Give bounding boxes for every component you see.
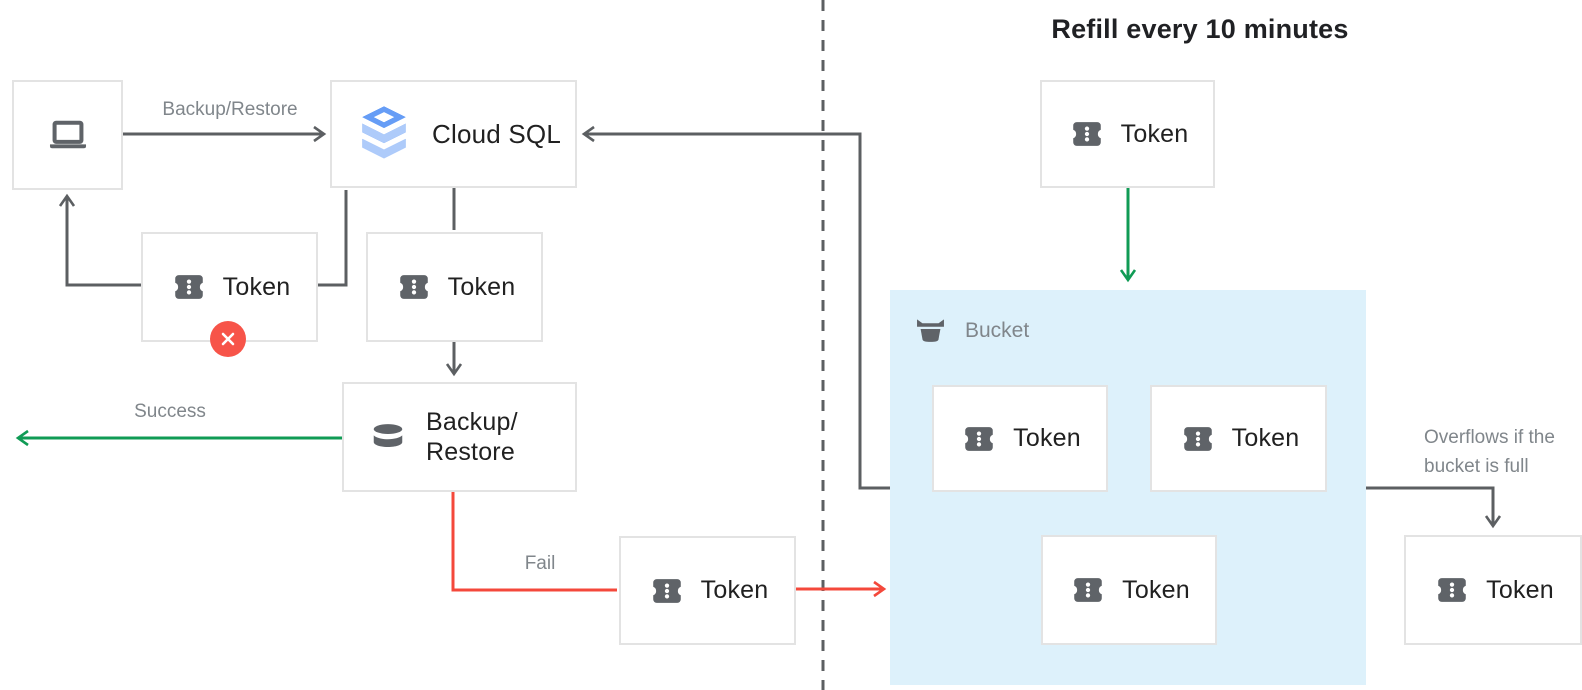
token-icon: [1432, 571, 1472, 609]
request-edge-label: Backup/Restore: [162, 99, 298, 120]
backup-restore-label: Backup/ Restore: [426, 407, 518, 467]
cloud-sql-icon: [358, 106, 410, 163]
token-icon: [1068, 571, 1108, 609]
bucket-label: Bucket: [965, 319, 1030, 342]
backup-restore-box: Backup/ Restore: [342, 382, 577, 492]
token-box-overflow: Token: [1404, 535, 1582, 645]
error-x-icon: [221, 332, 235, 346]
cloud-sql-box: Cloud SQL: [330, 80, 577, 188]
token-label: Token: [700, 576, 769, 604]
edge-cloudsql-to-rejected-token: [318, 190, 348, 287]
token-label: Token: [1013, 424, 1081, 452]
edge-token-to-client: [58, 193, 141, 287]
overflow-label-line1: Overflows if the: [1424, 427, 1555, 448]
token-label: Token: [222, 272, 291, 301]
token-label: Token: [1122, 575, 1190, 604]
token-box-refill: Token: [1040, 80, 1215, 188]
token-box-bucket-2: Token: [1150, 385, 1327, 492]
token-icon: [169, 268, 209, 306]
backup-restore-line1: Backup/: [426, 408, 518, 436]
token-icon: [1178, 420, 1218, 458]
token-label: Token: [1120, 119, 1189, 148]
token-box-bucket-1: Token: [932, 385, 1108, 492]
edge-fail: [451, 492, 617, 592]
success-label: Success: [134, 401, 206, 422]
database-icon: [368, 418, 408, 456]
token-icon: [647, 572, 687, 610]
bucket-header: Bucket: [912, 314, 1029, 348]
overflow-label-line2: bucket is full: [1424, 456, 1529, 477]
bucket-icon: [912, 314, 949, 348]
fail-label: Fail: [524, 553, 556, 574]
token-box-cloudsql: Token: [366, 232, 543, 342]
token-label: Token: [1486, 575, 1554, 604]
token-icon: [959, 420, 999, 458]
token-label: Token: [447, 272, 516, 301]
backup-restore-line2: Restore: [426, 438, 515, 466]
edge-bucket-to-cloudsql: [581, 125, 890, 490]
token-icon: [1067, 115, 1107, 153]
client-box: [12, 80, 123, 190]
cloud-sql-label: Cloud SQL: [432, 118, 561, 149]
refill-title: Refill every 10 minutes: [1051, 14, 1349, 44]
edge-overflow: [1366, 486, 1502, 529]
laptop-icon: [45, 112, 91, 158]
token-icon: [394, 268, 434, 306]
token-label: Token: [1231, 424, 1300, 452]
overflow-label: Overflows if the bucket is full: [1424, 423, 1555, 481]
token-box-fail: Token: [619, 536, 796, 645]
token-box-bucket-3: Token: [1041, 535, 1217, 645]
error-badge: [210, 321, 246, 357]
